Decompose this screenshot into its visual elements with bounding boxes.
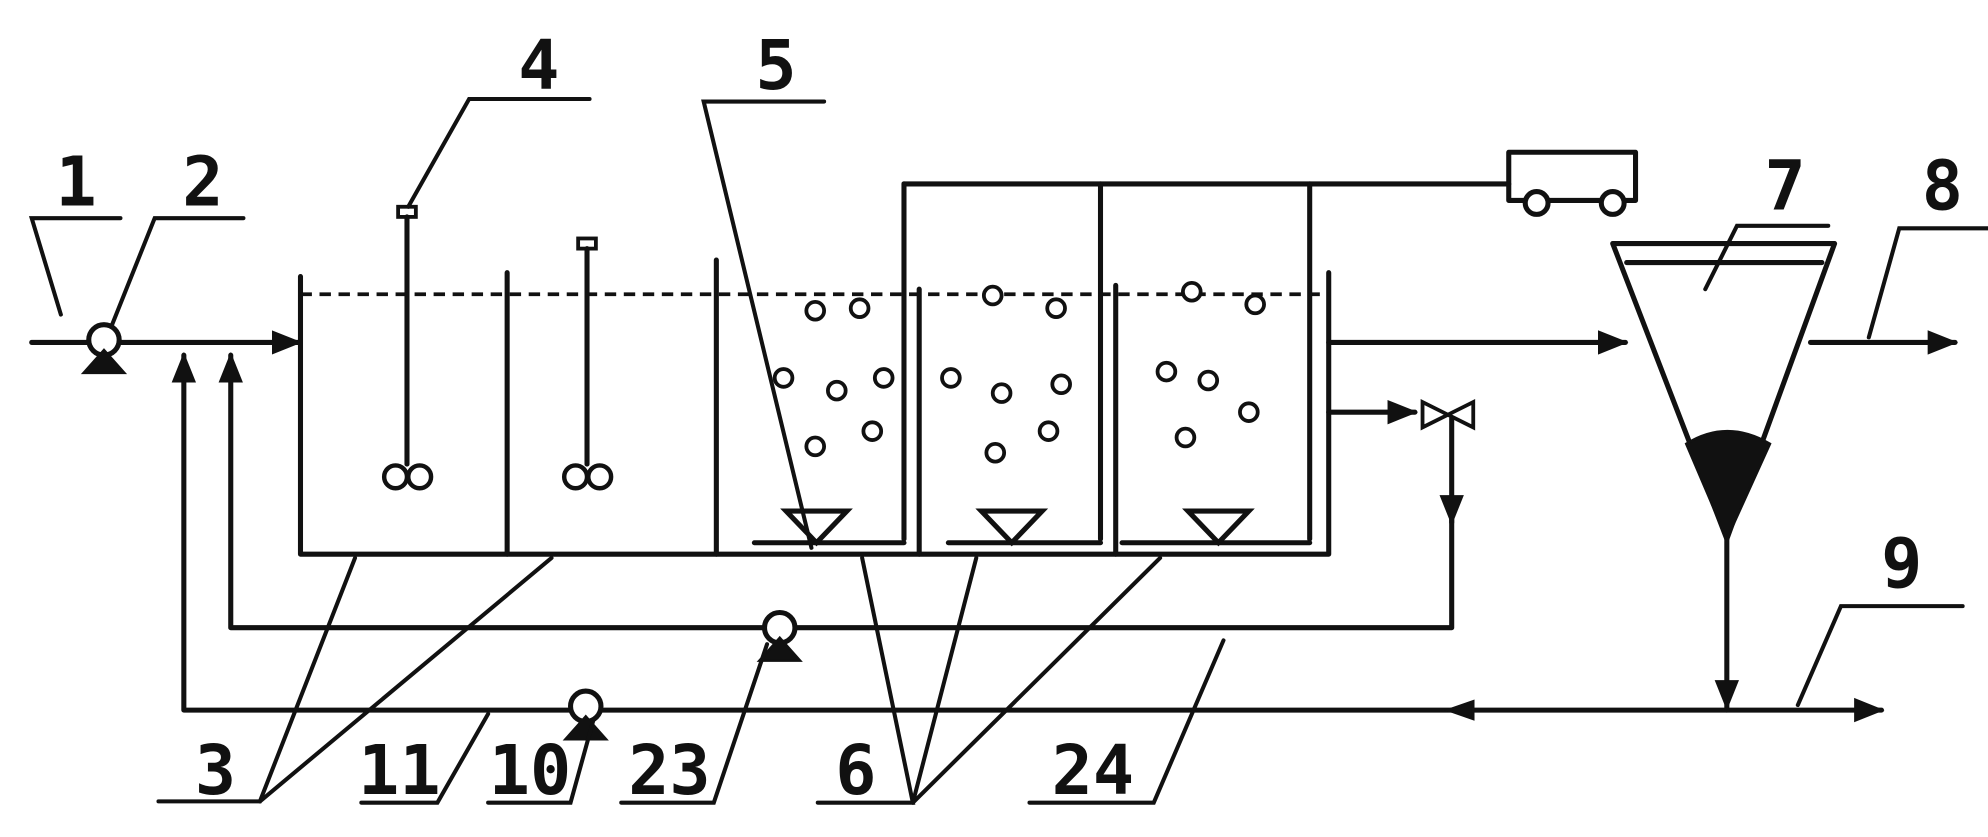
clarifier <box>1610 240 1838 543</box>
label-8: 8 <box>1922 146 1963 226</box>
label-1: 1 <box>55 143 96 223</box>
carrier-particles <box>772 280 1266 464</box>
valve-icon <box>1420 398 1476 431</box>
label-11: 11 <box>358 731 440 811</box>
diffuser-icon <box>780 508 1255 547</box>
label-3: 3 <box>195 731 236 811</box>
leader-lines <box>28 96 1988 805</box>
label-2: 2 <box>182 143 223 223</box>
feed-pump-icon <box>80 322 128 375</box>
blower-icon <box>1506 149 1639 217</box>
mixer-icon <box>561 236 614 491</box>
sludge-line <box>171 352 1885 723</box>
air-pipe <box>751 181 1512 546</box>
mixer-icon <box>381 204 434 491</box>
label-7: 7 <box>1765 146 1806 226</box>
internal-recycle-line <box>218 352 1464 631</box>
label-24: 24 <box>1052 731 1134 811</box>
recycle-pump-icon <box>756 609 803 662</box>
sludge-return-pump-icon <box>562 688 609 741</box>
label-23: 23 <box>628 731 710 811</box>
label-10: 10 <box>489 731 571 811</box>
label-5: 5 <box>755 26 796 106</box>
label-4: 4 <box>518 26 559 106</box>
label-9: 9 <box>1881 524 1922 604</box>
label-6: 6 <box>835 731 876 811</box>
